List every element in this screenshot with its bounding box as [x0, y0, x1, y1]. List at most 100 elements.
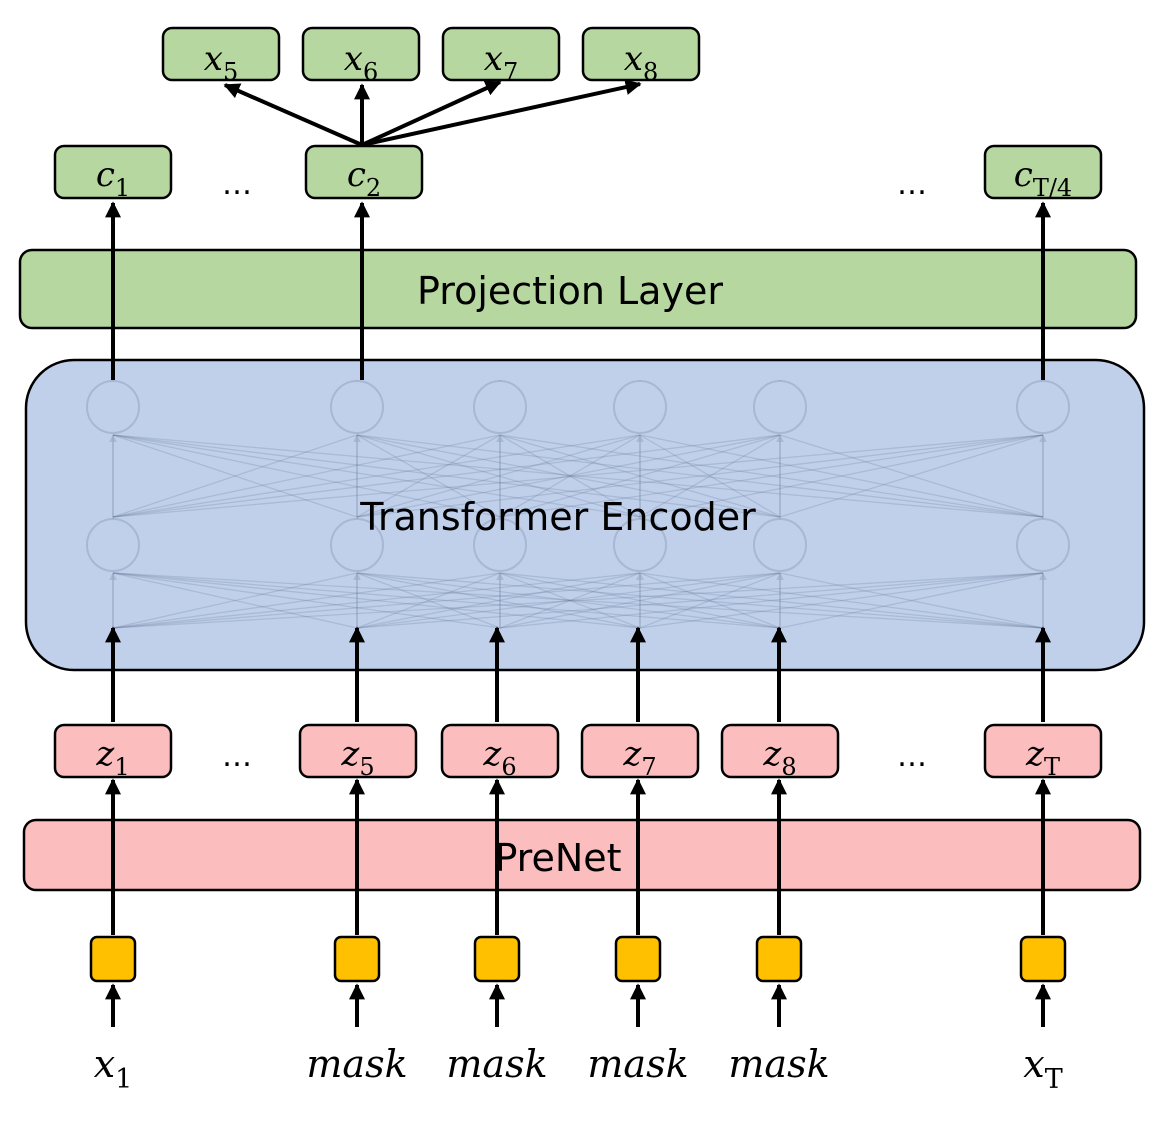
attention-edge [112, 572, 1044, 629]
attention-edge [499, 572, 781, 629]
attention-node [330, 380, 384, 434]
attention-edge [779, 572, 1044, 629]
transformer-encoder-block [24, 358, 1146, 672]
latent-box [440, 723, 560, 779]
input-label: xT [1023, 1042, 1062, 1095]
attention-edge [112, 572, 781, 629]
attention-edge [112, 572, 781, 629]
attention-edge [112, 572, 501, 629]
attention-edge [499, 572, 781, 629]
latent-box [580, 723, 700, 779]
attention-network-graphic [86, 380, 1070, 629]
attention-edge [499, 434, 781, 518]
attention-edge [356, 434, 1044, 518]
attention-node [1016, 380, 1070, 434]
attention-node [613, 380, 667, 434]
attention-edge [112, 434, 781, 518]
target-arrow [223, 83, 363, 147]
input-label: mask [728, 1042, 829, 1086]
attention-edge [356, 572, 781, 629]
target-label: x8 [624, 39, 658, 86]
latent-vectors: z1 z5 z6 z7 z8 zT [53, 723, 1103, 781]
attention-edge [112, 434, 641, 518]
attention-edge [639, 434, 781, 518]
attention-edge [779, 572, 1044, 629]
target-frames: x5 x6 x7 x8 [161, 26, 701, 86]
output-box [53, 144, 173, 200]
latent-label: z6 [482, 734, 516, 781]
attention-edge [356, 434, 641, 518]
output-label: cT/4 [1014, 155, 1072, 202]
attention-edge [112, 572, 358, 629]
attention-edge [356, 434, 501, 518]
input-frame [89, 935, 137, 983]
attention-node [753, 380, 807, 434]
latent-label: zT [1025, 734, 1060, 781]
attention-edge [499, 434, 781, 518]
attention-edge [112, 434, 781, 518]
attention-edge [499, 434, 1044, 518]
attention-edge [112, 572, 641, 629]
transformer-encoder-label: Transformer Encoder [359, 495, 756, 539]
attention-edge [356, 572, 501, 629]
attention-edge [356, 572, 641, 629]
attention-edge [112, 572, 641, 629]
output-label: c2 [347, 155, 381, 202]
attention-edge [112, 572, 358, 629]
target-arrow [361, 79, 642, 147]
attention-edge [112, 572, 501, 629]
attention-edge [356, 434, 781, 518]
attention-edge [779, 434, 1044, 518]
target-box [441, 26, 561, 82]
attention-edge [112, 434, 501, 518]
attention-edge [639, 572, 1044, 629]
output-box [983, 144, 1103, 200]
attention-node [86, 380, 140, 434]
attention-edge [639, 572, 781, 629]
attention-node [753, 518, 807, 572]
target-label: x7 [484, 39, 518, 86]
prenet-block [22, 818, 1142, 892]
target-label: x5 [204, 39, 238, 86]
attention-edge [112, 434, 641, 518]
attention-edge [112, 434, 501, 518]
attention-edge [499, 572, 1044, 629]
input-frame [755, 935, 803, 983]
latent-box [298, 723, 418, 779]
input-frames [89, 935, 1067, 983]
output-ellipsis-right: … [897, 167, 927, 202]
attention-edge [499, 434, 641, 518]
latent-label: z7 [622, 734, 656, 781]
attention-edge [639, 434, 781, 518]
projection-layer-block [18, 248, 1138, 330]
latent-label: z5 [340, 734, 374, 781]
attention-edge [356, 434, 781, 518]
target-box [161, 26, 281, 82]
input-frame [473, 935, 521, 983]
input-label: x1 [94, 1042, 133, 1095]
input-label: mask [587, 1042, 688, 1086]
prenet-label: PreNet [494, 836, 621, 880]
attention-node [330, 518, 384, 572]
attention-edge [639, 434, 1044, 518]
attention-edge [639, 572, 781, 629]
output-label: c1 [96, 155, 130, 202]
attention-edge [356, 434, 1044, 518]
attention-edge [356, 434, 641, 518]
target-label: x6 [344, 39, 378, 86]
attention-edge [112, 434, 358, 518]
input-frame [333, 935, 381, 983]
connection-arrows [105, 79, 1051, 1027]
latent-label: z8 [762, 734, 796, 781]
input-frame [1019, 935, 1067, 983]
attention-edge [356, 572, 1044, 629]
latent-ellipsis-left: … [222, 739, 252, 774]
latent-label: z1 [95, 734, 129, 781]
attention-edge [356, 572, 781, 629]
attention-edge [356, 434, 501, 518]
attention-edge [499, 572, 641, 629]
attention-node [613, 518, 667, 572]
attention-edge [499, 434, 641, 518]
